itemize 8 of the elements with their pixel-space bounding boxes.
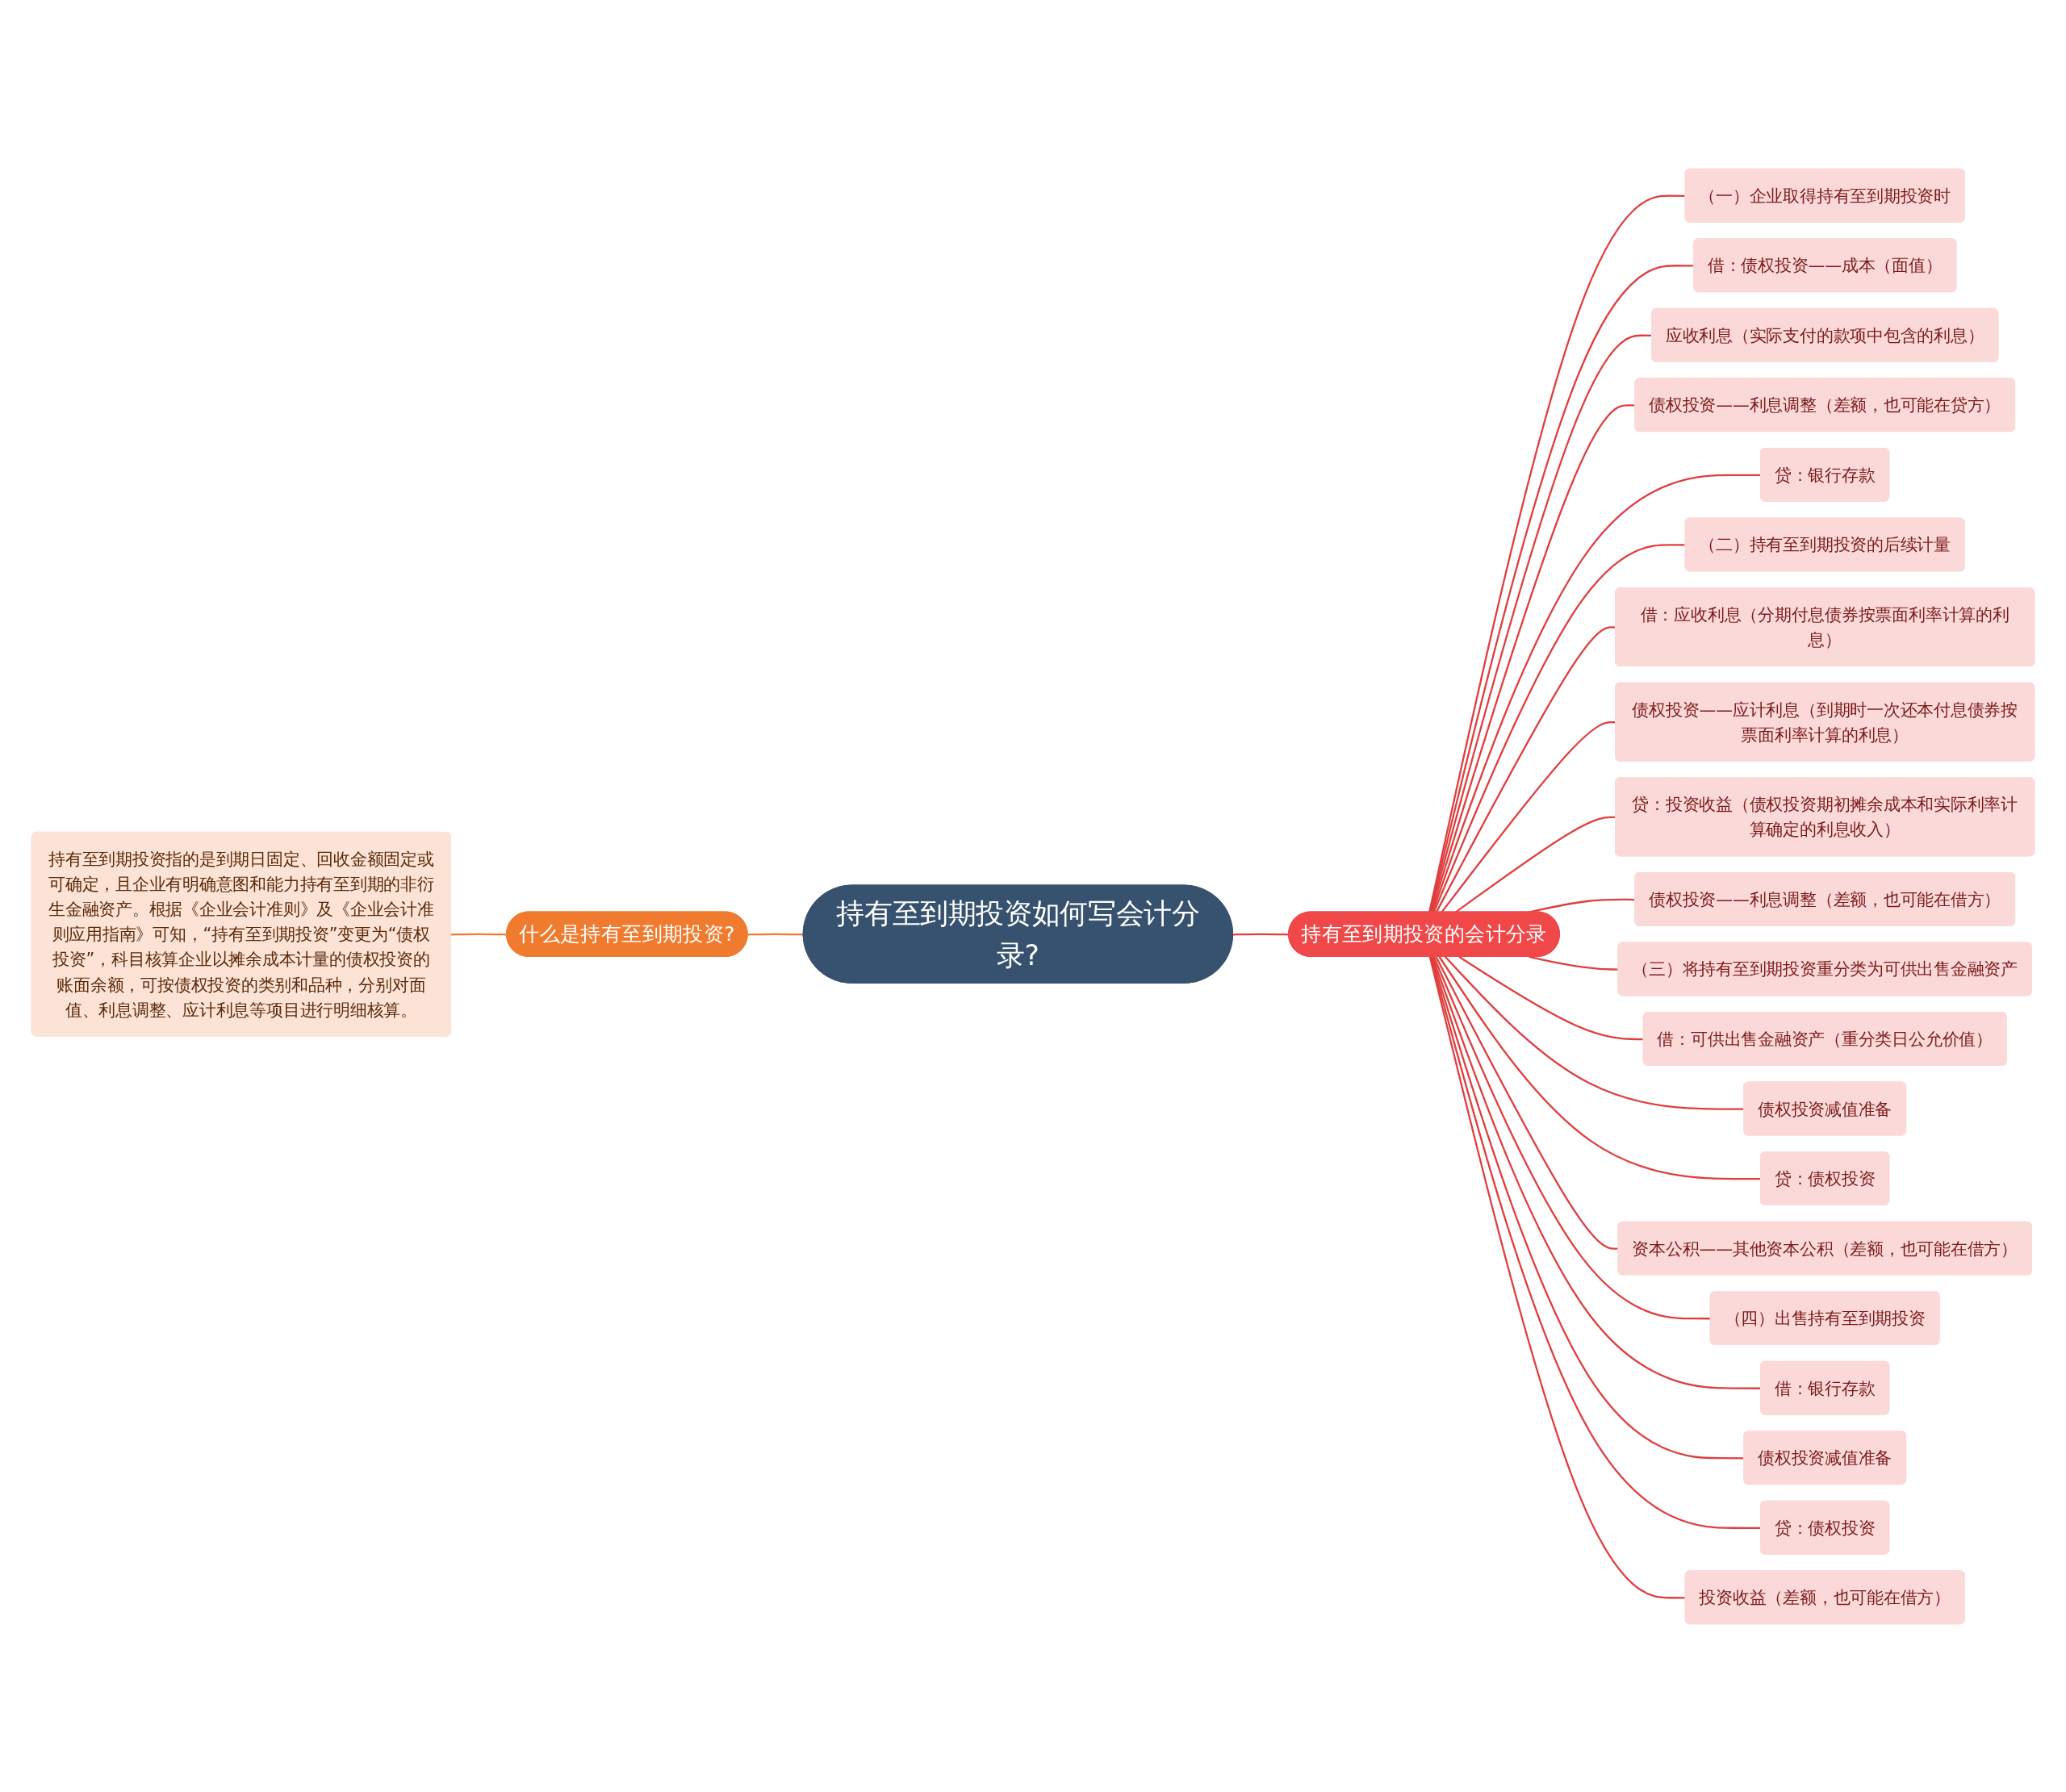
connector: [1529, 955, 1619, 971]
connector: [747, 933, 804, 935]
connector: [1432, 956, 1711, 1319]
connector: [1458, 955, 1644, 1040]
connector: [451, 933, 508, 935]
connector: [1435, 955, 1619, 1250]
connector: [1432, 543, 1686, 913]
connector: [1428, 956, 1686, 1598]
